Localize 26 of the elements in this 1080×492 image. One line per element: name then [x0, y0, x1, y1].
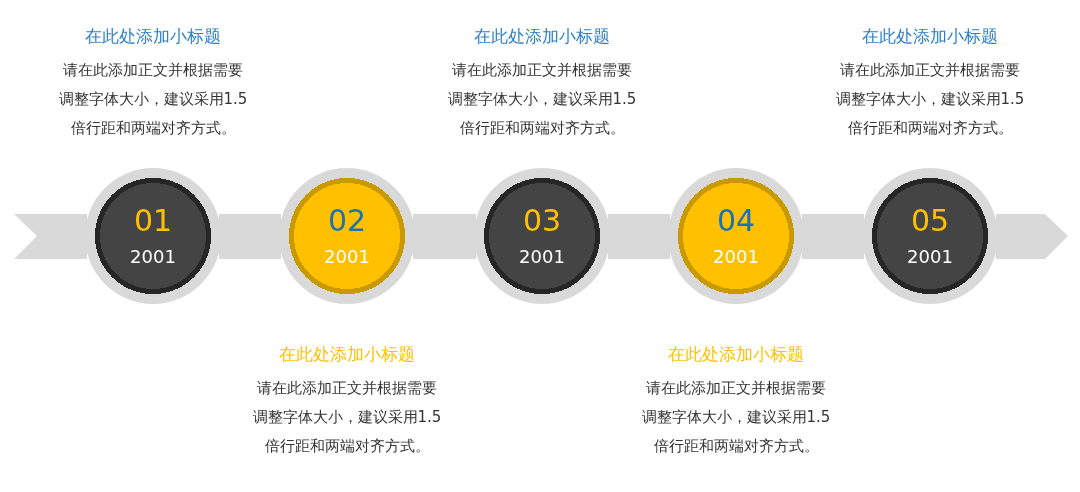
year-label: 2001 [324, 245, 370, 269]
body-text: 请在此添加正文并根据需要调整字体大小，建议采用1.5倍行距和两端对齐方式。 [251, 378, 443, 457]
step-number: 01 [133, 203, 173, 239]
subtitle: 在此处添加小标题 [84, 25, 222, 48]
body-text: 请在此添加正文并根据需要调整字体大小，建议采用1.5倍行距和两端对齐方式。 [640, 378, 832, 457]
year-label: 2001 [130, 245, 176, 269]
timeline-band [219, 214, 281, 259]
body-text: 请在此添加正文并根据需要调整字体大小，建议采用1.5倍行距和两端对齐方式。 [57, 60, 249, 139]
timeline-arrow [996, 214, 1068, 259]
step-number: 03 [522, 203, 562, 239]
body-text: 请在此添加正文并根据需要调整字体大小，建议采用1.5倍行距和两端对齐方式。 [834, 60, 1026, 139]
step-number: 05 [910, 203, 950, 239]
year-label: 2001 [713, 245, 759, 269]
timeline-band [14, 214, 87, 259]
subtitle: 在此处添加小标题 [473, 25, 611, 48]
year-label: 2001 [519, 245, 565, 269]
timeline-band [413, 214, 476, 259]
subtitle: 在此处添加小标题 [861, 25, 999, 48]
subtitle: 在此处添加小标题 [278, 343, 416, 366]
timeline-band [802, 214, 864, 259]
step-number: 04 [716, 203, 756, 239]
timeline-band [608, 214, 670, 259]
year-label: 2001 [907, 245, 953, 269]
subtitle: 在此处添加小标题 [667, 343, 805, 366]
step-number: 02 [327, 203, 367, 239]
body-text: 请在此添加正文并根据需要调整字体大小，建议采用1.5倍行距和两端对齐方式。 [446, 60, 638, 139]
